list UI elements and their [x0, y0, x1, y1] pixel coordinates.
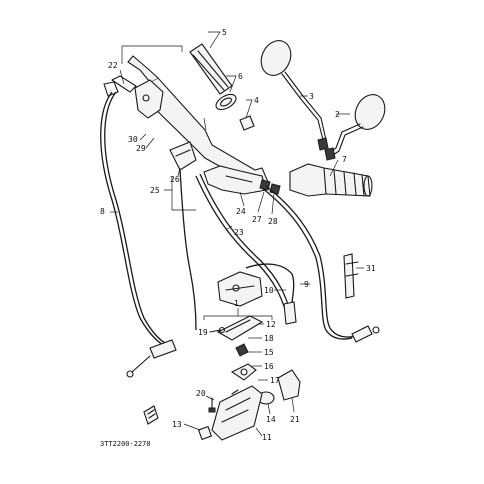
mirror-right: [324, 94, 386, 161]
left-grip: [189, 43, 255, 131]
callout-8: 8: [100, 207, 105, 216]
group-bracket-25: [164, 176, 196, 211]
switch-assembly: [217, 271, 263, 307]
callout-1: 1: [234, 299, 239, 308]
callout-5: 5: [222, 28, 227, 37]
callout-7: 7: [342, 155, 347, 164]
callouts: 5 6 4 3 2 7 22 30 29 26 25 8 24 27 28 23…: [100, 28, 376, 442]
handlebar-outline-leader: [121, 45, 207, 131]
right-switch-housing: [203, 165, 281, 195]
callout-3: 3: [309, 92, 314, 101]
callout-11: 11: [262, 433, 272, 442]
left-switch-housing: [103, 75, 164, 119]
callout-16: 16: [264, 362, 274, 371]
callout-27: 27: [252, 215, 262, 224]
callout-17: 17: [270, 376, 280, 385]
callout-20: 20: [196, 389, 206, 398]
group-bracket-12: [203, 308, 273, 320]
callout-22: 22: [108, 61, 118, 70]
callout-2: 2: [335, 110, 340, 119]
callout-21: 21: [290, 415, 300, 424]
callout-24: 24: [236, 207, 246, 216]
callout-23: 23: [234, 228, 244, 237]
callout-4: 4: [254, 96, 259, 105]
callout-26: 26: [170, 175, 180, 184]
diagram-code: 3TT2200-2270: [100, 440, 151, 448]
callout-28: 28: [268, 217, 278, 226]
switch-exploded-parts: [197, 315, 301, 441]
note-icon: [143, 405, 159, 425]
throttle-grip: [289, 163, 373, 197]
left-lever-clamp: [169, 141, 197, 171]
callout-10: 10: [264, 286, 274, 295]
callout-19: 19: [198, 328, 208, 337]
callout-29: 29: [136, 144, 146, 153]
callout-15: 15: [264, 348, 274, 357]
callout-18: 18: [264, 334, 274, 343]
callout-30: 30: [128, 135, 138, 144]
mirror-left: [260, 40, 329, 151]
callout-6: 6: [238, 72, 243, 81]
handlebar: [127, 55, 269, 187]
callout-9: 9: [304, 280, 309, 289]
cables: [100, 91, 380, 378]
callout-31: 31: [366, 264, 376, 273]
callout-14: 14: [266, 415, 276, 424]
part-19-screw: [209, 326, 226, 334]
part-31: [343, 253, 359, 299]
callout-25: 25: [150, 186, 160, 195]
callout-13: 13: [172, 420, 182, 429]
callout-12: 12: [266, 320, 276, 329]
